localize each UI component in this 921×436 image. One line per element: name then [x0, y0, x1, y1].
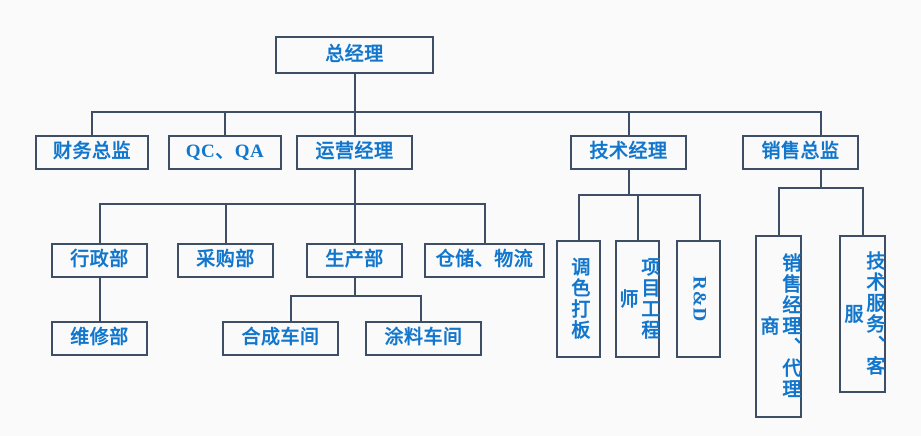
connector-drop-tech: [628, 111, 630, 136]
node-qc-qa[interactable]: QC、QA: [168, 135, 282, 170]
connector-drop-admin: [99, 203, 101, 243]
connector-drop-product: [354, 203, 356, 243]
node-finance-director[interactable]: 财务总监: [35, 135, 149, 170]
connector-drop-purchase: [225, 203, 227, 243]
connector-ops-bus: [99, 203, 486, 205]
connector-drop-service: [862, 187, 864, 235]
node-production-department[interactable]: 生产部: [306, 243, 403, 278]
node-sales-director[interactable]: 销售总监: [742, 135, 859, 170]
connector-sales-bus: [778, 187, 864, 189]
node-technical-manager[interactable]: 技术经理: [570, 135, 687, 170]
connector-drop-warehouse: [484, 203, 486, 243]
connector-product-bus: [290, 295, 421, 297]
node-warehouse-logistics[interactable]: 仓储、物流: [424, 243, 545, 278]
node-operations-manager[interactable]: 运营经理: [296, 135, 413, 170]
connector-drop-qcqa: [224, 111, 226, 136]
node-rnd[interactable]: R&D: [676, 240, 721, 358]
connector-drop-color: [578, 194, 580, 240]
node-synthesis-workshop[interactable]: 合成车间: [222, 321, 339, 356]
connector-level1-bus: [91, 111, 822, 113]
connector-drop-synth: [290, 295, 292, 321]
connector-admin-repair: [99, 278, 101, 321]
node-general-manager[interactable]: 总经理: [275, 36, 434, 74]
connector-ops-stem: [354, 170, 356, 204]
node-color-matching[interactable]: 调色打板: [556, 240, 601, 358]
node-purchasing-department[interactable]: 采购部: [177, 243, 274, 278]
connector-sales-stem: [820, 170, 822, 188]
connector-drop-sales: [820, 111, 822, 136]
connector-drop-engineer: [637, 194, 639, 240]
connector-tech-stem: [628, 170, 630, 195]
node-project-engineer[interactable]: 项目工程师: [615, 240, 660, 358]
connector-drop-finance: [91, 111, 93, 136]
connector-drop-rnd: [699, 194, 701, 240]
connector-drop-coating: [420, 295, 422, 321]
node-admin-department[interactable]: 行政部: [51, 243, 148, 278]
node-sales-manager-agents[interactable]: 销售经理、代理商: [755, 235, 802, 418]
node-maintenance-department[interactable]: 维修部: [51, 321, 148, 356]
connector-drop-salesmgr: [778, 187, 780, 235]
node-technical-service-customer-service[interactable]: 技术服务、客服: [839, 235, 886, 393]
connector-gm-stem: [354, 74, 356, 112]
connector-product-stem: [354, 278, 356, 296]
connector-tech-bus: [578, 194, 701, 196]
connector-drop-ops: [354, 111, 356, 136]
node-coating-workshop[interactable]: 涂料车间: [365, 321, 482, 356]
